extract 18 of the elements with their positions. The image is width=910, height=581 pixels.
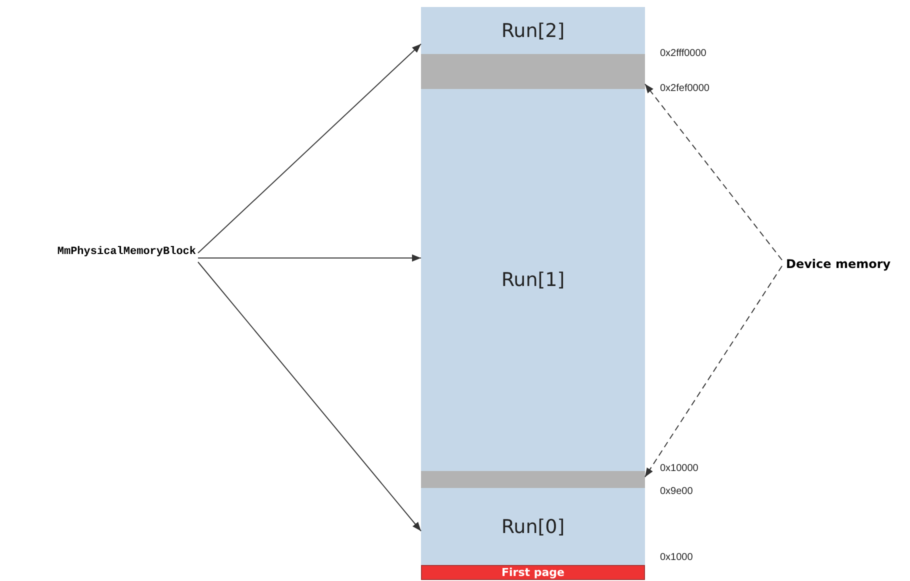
memory-run-band: Run[2]: [421, 7, 645, 54]
address-label: 0x1000: [660, 552, 693, 563]
arrow: [644, 84, 782, 260]
structure-name: MmPhysicalMemoryBlock: [0, 243, 196, 261]
address-label: 0x9e00: [660, 486, 693, 497]
arrow: [198, 44, 422, 254]
arrow: [198, 254, 422, 262]
memory-run-band: Run[1]: [421, 89, 645, 471]
callout-label: Device memory: [786, 254, 910, 274]
arrow: [198, 262, 422, 532]
address-label: 0x2fef0000: [660, 83, 710, 94]
address-label: 0x2fff0000: [660, 48, 706, 59]
memory-hole-band: [421, 471, 645, 488]
address-label: 0x10000: [660, 463, 698, 474]
first-page-band: First page: [421, 565, 645, 580]
memory-hole-band: [421, 54, 645, 89]
arrow: [644, 266, 782, 478]
memory-run-band: Run[0]: [421, 488, 645, 565]
